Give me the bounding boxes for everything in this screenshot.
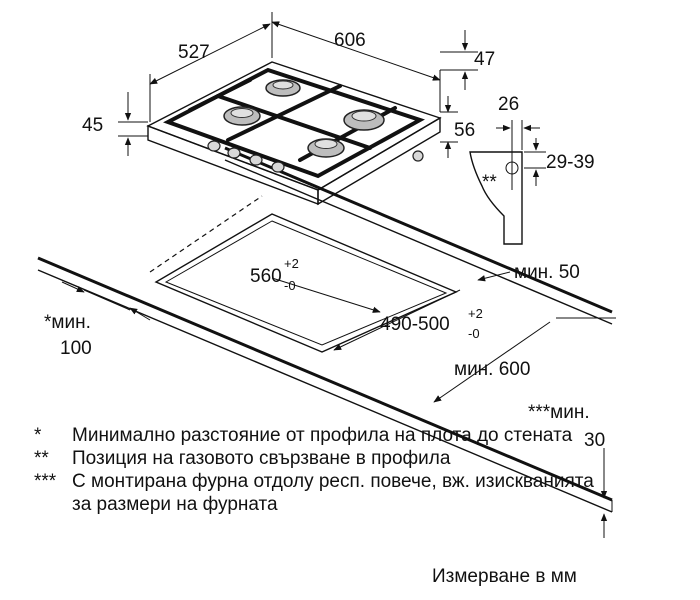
footnote-mark: *** [34, 471, 57, 492]
dim-29-39: 29-39 [546, 152, 595, 173]
footnote: ** Позиция на газовото свързване в профи… [34, 447, 594, 470]
dim-490-500-tol-plus: +2 [468, 306, 483, 321]
footnotes: * Минимално разстояние от профила на пло… [34, 424, 594, 516]
dim-606: 606 [334, 30, 366, 51]
dim-490-500: 490-500 [380, 314, 450, 335]
dim-47: 47 [474, 49, 495, 70]
dim-26: 26 [498, 94, 519, 115]
control-knobs [207, 140, 424, 173]
footnote-text: Минимално разстояние от профила на плота… [72, 425, 573, 446]
dim-min-30-prefix: ***мин. [528, 402, 590, 423]
unit-note: Измерване в мм [432, 566, 577, 587]
dim-560: 560 [250, 266, 282, 287]
dim-527: 527 [178, 42, 210, 63]
dim-560-tol-minus: -0 [284, 278, 296, 293]
dim-45: 45 [82, 115, 103, 136]
dim-min-30-value: 30 [584, 430, 605, 451]
footnote-mark: * [34, 425, 42, 446]
dim-min-100-value: 100 [60, 338, 92, 359]
hob-dimension-lines [118, 12, 478, 158]
dim-min-50: мин. 50 [514, 262, 580, 283]
hob [146, 61, 442, 206]
cutout [154, 213, 458, 353]
dim-560-tol-plus: +2 [284, 256, 299, 271]
dim-min-600: мин. 600 [454, 359, 530, 380]
footnote: * Минимално разстояние от профила на пло… [34, 424, 594, 447]
profile-detail [469, 120, 546, 245]
profile-marker: ** [482, 172, 497, 193]
pan-supports [163, 67, 425, 179]
footnote-text: С монтирана фурна отдолу респ. повече, в… [72, 471, 594, 515]
footnote: *** С монтирана фурна отдолу респ. повеч… [34, 470, 594, 516]
burners [223, 79, 385, 158]
footnote-mark: ** [34, 448, 49, 469]
footnote-text: Позиция на газовото свързване в профила [72, 448, 451, 469]
dim-490-500-tol-minus: -0 [468, 326, 480, 341]
dim-56: 56 [454, 120, 475, 141]
dim-min-100-prefix: *мин. [44, 312, 91, 333]
cutout-dimension-lines [61, 271, 616, 538]
